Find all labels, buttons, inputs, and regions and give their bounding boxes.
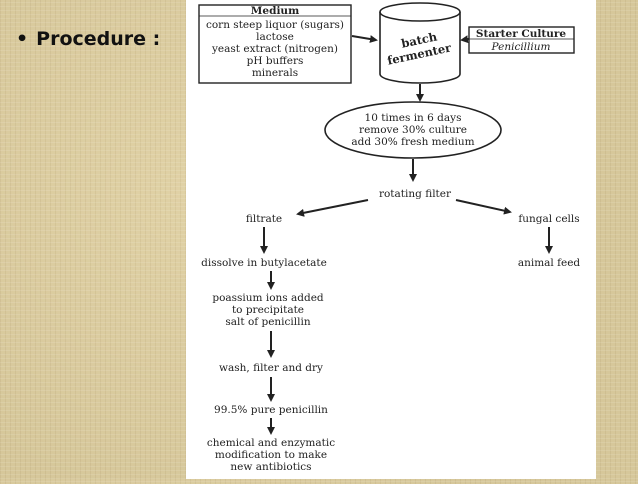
step-potassium-line: poassium ions added — [212, 292, 324, 304]
medium-line: corn steep liquor (sugars) — [206, 19, 344, 31]
penicillin-process-diagram: Medium corn steep liquor (sugars) lactos… — [198, 2, 581, 473]
step-dissolve: dissolve in butylacetate — [201, 257, 327, 269]
diagram-panel: Medium corn steep liquor (sugars) lactos… — [186, 0, 596, 479]
arrow-starter-to-fermenter — [460, 35, 470, 44]
step-potassium-line: to precipitate — [232, 304, 304, 316]
filtrate-label: filtrate — [246, 213, 282, 225]
step-modification-line: modification to make — [215, 449, 327, 461]
cycle-ellipse: 10 times in 6 days remove 30% culture ad… — [324, 101, 502, 159]
step-modification-line: chemical and enzymatic — [207, 437, 335, 449]
starter-culture-box: Starter Culture Penicillium — [468, 26, 575, 54]
arrow-to-fungal-cells — [455, 199, 512, 215]
cycle-line: 10 times in 6 days — [365, 112, 462, 124]
starter-organism: Penicillium — [491, 41, 551, 53]
step-potassium-line: salt of penicillin — [225, 316, 310, 328]
medium-line: lactose — [256, 31, 294, 43]
cycle-line: remove 30% culture — [359, 124, 467, 136]
medium-line: pH buffers — [247, 55, 304, 67]
medium-box: Medium corn steep liquor (sugars) lactos… — [198, 4, 352, 84]
fungal-cells-label: fungal cells — [518, 213, 579, 225]
batch-fermenter: batch fermenter — [379, 2, 461, 84]
title-bullet: • — [16, 28, 29, 50]
arrow-medium-to-fermenter — [351, 35, 378, 43]
animal-feed-label: animal feed — [518, 257, 581, 269]
medium-line: minerals — [252, 67, 298, 79]
rotating-filter-label: rotating filter — [379, 188, 452, 200]
starter-heading: Starter Culture — [476, 28, 566, 40]
step-wash: wash, filter and dry — [219, 362, 323, 374]
medium-line: yeast extract (nitrogen) — [211, 43, 338, 55]
slide-title: • Procedure : — [16, 28, 160, 50]
arrow-to-filtrate — [296, 199, 369, 217]
step-pure-penicillin: 99.5% pure penicillin — [214, 404, 328, 416]
cycle-line: add 30% fresh medium — [351, 136, 474, 148]
title-text: Procedure : — [36, 28, 161, 50]
step-modification-line: new antibiotics — [230, 461, 311, 473]
medium-heading: Medium — [251, 5, 299, 17]
